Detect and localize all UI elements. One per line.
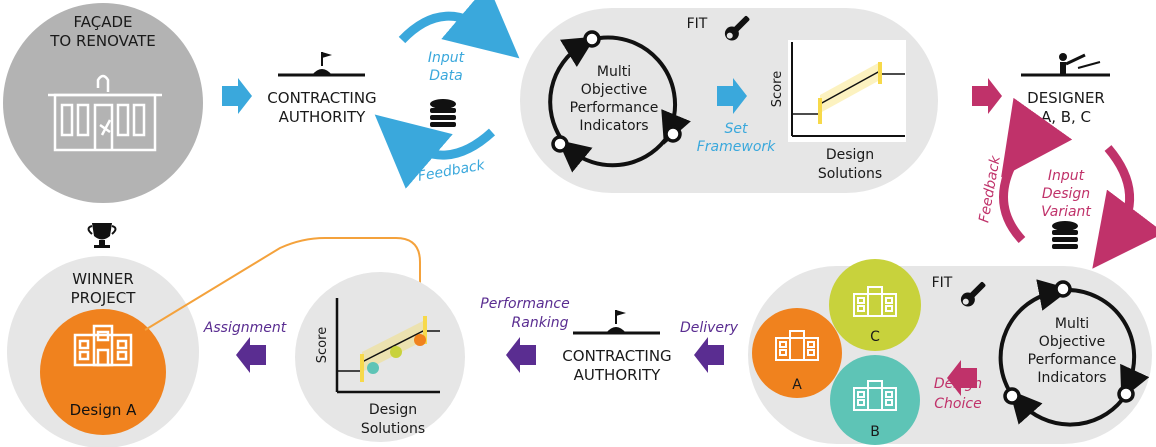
winner-line1: WINNER [72, 270, 134, 288]
authority-top-line1: CONTRACTING [267, 89, 376, 107]
design-c-circle [829, 259, 921, 351]
input-variant-line3: Variant [1041, 204, 1091, 220]
facade-icon [48, 74, 162, 152]
chart-point-c [390, 346, 402, 358]
arrow-assignment [236, 337, 266, 373]
arrow-design-choice [947, 360, 977, 396]
arrow-ranking [506, 337, 536, 373]
designer-line1: DESIGNER [1027, 89, 1105, 107]
flag-icon [573, 310, 660, 335]
ranking-line2: Ranking [512, 315, 569, 331]
input-data-line1: Input [428, 50, 465, 66]
designer-node: DESIGNER A, B, C [1021, 53, 1110, 126]
authority-bottom-line1: CONTRACTING [562, 347, 671, 365]
building-icon [73, 324, 133, 367]
mopi-bottom-line3: Performance [1028, 352, 1117, 368]
trophy-icon [87, 223, 117, 248]
chart-point-b [367, 362, 379, 374]
mopi-cycle-top [548, 30, 691, 173]
facade-title-line1: FAÇADE [73, 13, 132, 31]
ranking-line1: Performance [480, 296, 569, 312]
set-framework-line1: Set [725, 121, 749, 137]
fit-top-label: FIT [687, 16, 708, 32]
wrench-icon [960, 281, 986, 307]
mopi-bottom-line4: Indicators [1037, 370, 1106, 386]
delivery-label: Delivery [680, 320, 739, 336]
mopi-bottom-line2: Objective [1039, 334, 1105, 350]
mopi-top-line1: Multi [597, 64, 631, 80]
chart-bottom [335, 298, 440, 394]
facade-node: FAÇADE TO RENOVATE [3, 3, 203, 203]
designer-icon [1021, 53, 1110, 77]
input-data-arrow [398, 0, 520, 59]
arrow-delivery [694, 337, 724, 373]
set-framework-line2: Framework [697, 139, 776, 155]
facade-title-line2: TO RENOVATE [49, 32, 155, 50]
arrow-to-designer [972, 78, 1002, 114]
chart-top-xlabel1: Design [826, 147, 874, 163]
assignment-label: Assignment [203, 320, 287, 336]
authority-bottom-line2: AUTHORITY [574, 366, 661, 384]
chart-point-a [414, 334, 426, 346]
chart-top [788, 40, 906, 142]
mopi-top-line4: Indicators [579, 118, 648, 134]
chart-top-xlabel2: Solutions [818, 166, 882, 182]
mopi-top-line3: Performance [570, 100, 659, 116]
building-icon [853, 286, 897, 317]
feedback-arrow-right [999, 97, 1073, 244]
feedback-top-label: Feedback [417, 157, 487, 185]
input-variant-line2: Design [1042, 186, 1090, 202]
building-icon [853, 380, 897, 411]
design-b-label: B [870, 424, 880, 440]
input-data-line2: Data [429, 68, 462, 84]
feedback-arrow-top [374, 114, 496, 189]
design-choice-line2: Choice [934, 396, 981, 412]
chart-bottom-xlabel2: Solutions [361, 421, 425, 437]
design-a-circle [752, 308, 842, 398]
input-variant-arrow [1092, 145, 1156, 269]
designer-line2: A, B, C [1041, 108, 1091, 126]
facade-circle [3, 3, 203, 203]
design-b-circle [830, 355, 920, 445]
arrow-set-framework [717, 78, 747, 114]
building-icon [775, 330, 819, 361]
input-variant-line1: Input [1048, 168, 1085, 184]
winner-design-label: Design A [70, 401, 138, 419]
flag-icon [278, 52, 365, 77]
authority-top-node: CONTRACTING AUTHORITY [267, 52, 377, 126]
arrow-to-authority [222, 78, 252, 114]
fit-bottom-label: FIT [932, 275, 953, 291]
authority-top-line2: AUTHORITY [279, 108, 366, 126]
design-choice-line1: Design [934, 376, 982, 392]
chart-top-ylabel: Score [770, 71, 785, 107]
winner-design-a-circle [40, 309, 166, 435]
winner-connector-line [144, 237, 421, 340]
mopi-top-line2: Objective [581, 82, 647, 98]
wrench-icon [724, 15, 750, 41]
database-icon [430, 99, 456, 127]
database-icon [1052, 221, 1078, 249]
design-c-label: C [870, 329, 880, 345]
winner-line2: PROJECT [71, 289, 137, 307]
mopi-cycle-bottom [998, 279, 1150, 427]
design-a-label: A [792, 377, 802, 393]
mopi-bottom-line1: Multi [1055, 316, 1089, 332]
chart-bottom-ylabel: Score [315, 327, 330, 363]
authority-bottom-node: CONTRACTING AUTHORITY [562, 310, 672, 384]
chart-bottom-xlabel1: Design [369, 402, 417, 418]
